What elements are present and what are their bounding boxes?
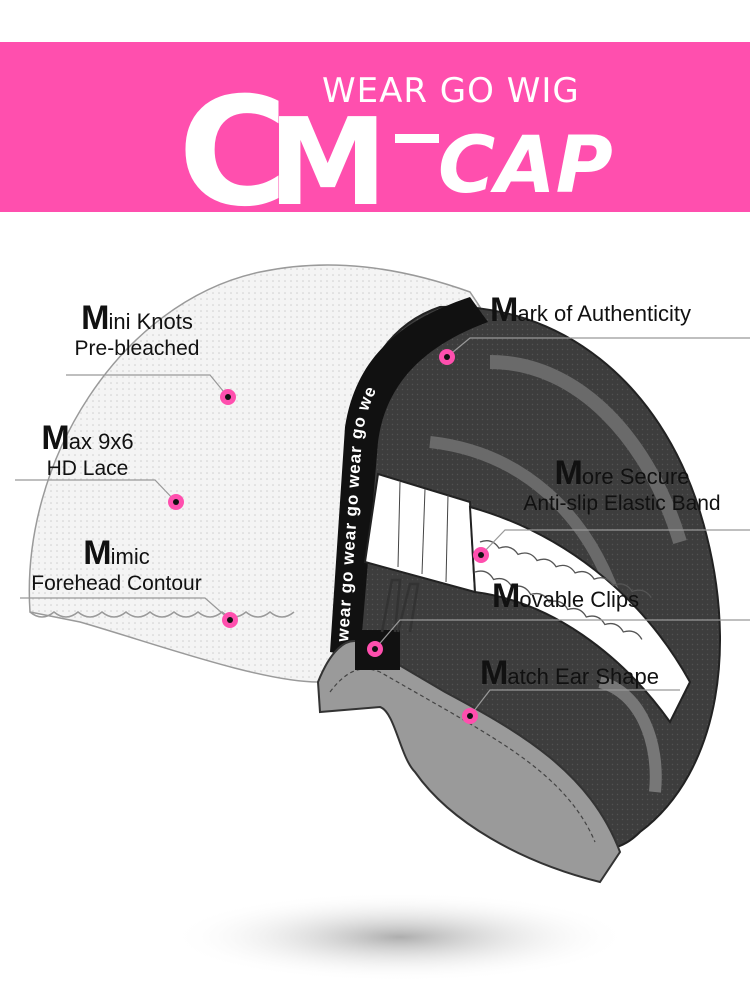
label-movable-clips-line1: ovable Clips [519, 587, 640, 612]
label-max-lace: Max 9x6 HD Lace [30, 419, 145, 481]
logo-dash [395, 134, 439, 143]
cap-strip-middle [429, 436, 626, 614]
floor-shadow [170, 892, 630, 982]
label-max-lace-cap: M [41, 419, 69, 457]
label-match-ear-line1: atch Ear Shape [507, 664, 659, 689]
marker-match-ear [462, 708, 478, 724]
label-authenticity-cap: M [490, 291, 518, 329]
label-movable-clips: Movable Clips [492, 577, 640, 615]
logo-initial-c: C [178, 66, 279, 212]
label-match-ear-cap: M [480, 654, 508, 692]
label-movable-clips-cap: M [492, 577, 520, 615]
clip-teeth [380, 578, 420, 633]
line-more-secure [480, 529, 750, 556]
ear-tab-stitch [329, 668, 596, 843]
label-more-secure-cap: M [554, 454, 583, 492]
label-max-lace-line1: ax 9x6 [68, 429, 134, 454]
elastic-band-seam-1 [397, 481, 401, 568]
marker-more-secure [473, 547, 489, 563]
label-match-ear: Match Ear Shape [480, 654, 659, 692]
line-mini-knots [66, 374, 229, 398]
marker-max-lace [168, 494, 184, 510]
cap-strip-bottom [598, 676, 662, 793]
wig-cap-diagram: wear go wear go wear go we [15, 264, 750, 982]
label-more-secure: More Secure Anti-slip Elastic Band [502, 454, 742, 516]
label-mimic-line1: imic [110, 544, 150, 569]
header-banner: C M WEAR GO WIG CAP [0, 42, 750, 212]
line-mimic [20, 597, 231, 621]
cap-strip-top [489, 355, 687, 545]
label-mimic-line2: Forehead Contour [31, 572, 202, 596]
line-match-ear [469, 689, 680, 717]
label-mini-knots-line1: ini Knots [108, 309, 193, 334]
line-movable-clips [374, 619, 750, 650]
elastic-band-seam-2 [421, 488, 426, 575]
elastic-band-wavy [468, 505, 692, 724]
forehead-contour-edge [29, 611, 295, 618]
logo-initial-m: M [268, 94, 387, 212]
marker-movable-clips [367, 641, 383, 657]
label-mini-knots-cap: M [81, 299, 109, 337]
label-mini-knots: Mini Knots Pre-bleached [62, 299, 212, 361]
elastic-wave-1 [479, 540, 652, 598]
label-authenticity-line1: ark of Authenticity [517, 301, 691, 326]
label-mimic-cap: M [83, 534, 111, 572]
label-mini-knots-line2: Pre-bleached [74, 337, 200, 361]
marker-mini-knots [220, 389, 236, 405]
label-authenticity: Mark of Authenticity [490, 291, 691, 329]
label-more-secure-line2: Anti-slip Elastic Band [523, 492, 721, 516]
label-more-secure-line1: ore Secure [581, 464, 690, 489]
logo-word: CAP [438, 121, 613, 211]
elastic-wave-2 [474, 570, 643, 640]
elastic-band-seam-3 [445, 494, 449, 583]
marker-authenticity [439, 349, 455, 365]
logo-tagline: WEAR GO WIG [322, 71, 580, 111]
line-authenticity [446, 337, 750, 358]
label-max-lace-line2: HD Lace [46, 457, 129, 481]
line-max-lace [15, 479, 177, 503]
label-mimic: Mimic Forehead Contour [14, 534, 219, 596]
marker-mimic [222, 612, 238, 628]
brand-band [330, 297, 488, 657]
brand-logo: C M WEAR GO WIG CAP [178, 66, 613, 212]
